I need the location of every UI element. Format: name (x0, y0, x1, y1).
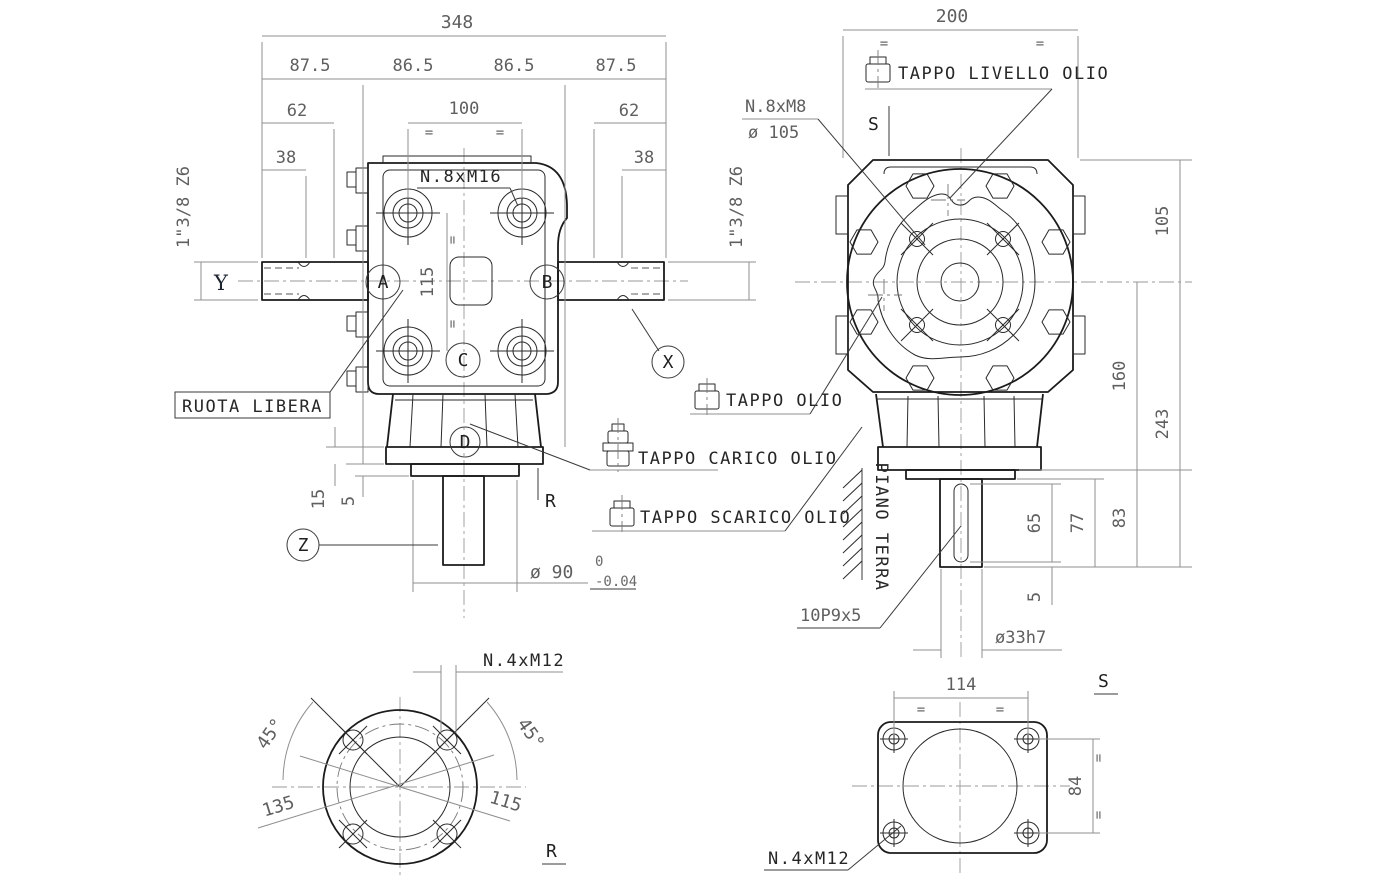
equal-mark: = (996, 702, 1004, 718)
dim-left-38: 38 (276, 148, 296, 168)
side-hex-screws (849, 173, 1071, 391)
drain-plug-label: TAPPO SCARICO OLIO (640, 508, 851, 528)
level-plug-label: TAPPO LIVELLO OLIO (898, 64, 1109, 84)
dim-hole-span-84: 84 (1066, 776, 1086, 796)
front-bottom-bell (385, 393, 544, 566)
dim-right-62: 62 (619, 101, 639, 121)
view-s-flange: 114 = = 84 = = N.4xM12 S (764, 671, 1118, 874)
dim-left-62: 62 (287, 101, 307, 121)
dim-spigot-tol-high: 0 (595, 554, 603, 570)
dim-angle-left-45: 45° (253, 715, 289, 754)
view-s-holes-spec: N.4xM12 (768, 849, 850, 869)
view-s-title: S (1098, 671, 1109, 692)
dim-left-shaft-spec: 1"3/8 Z6 (174, 166, 194, 248)
oil-plug-icon (694, 378, 720, 415)
dim-seg1: 87.5 (290, 56, 331, 76)
equal-mark: = (1091, 754, 1107, 762)
dim-total-243: 243 (1153, 409, 1173, 440)
side-tapped-holes (900, 222, 1020, 342)
dim-outer-dia-135: 135 (260, 792, 297, 822)
dim-width-200: 200 (936, 6, 969, 27)
point-label-b: B (542, 272, 553, 293)
front-view-dimensions: 348 87.5 86.5 86.5 87.5 62 100 62 = = 38… (174, 12, 756, 592)
freewheel-label: RUOTA LIBERA (182, 397, 323, 417)
dim-key-spec: 10P9x5 (800, 606, 861, 626)
dim-base-83: 83 (1110, 508, 1130, 528)
fill-plug-icon (602, 418, 634, 472)
oil-plug-callouts: TAPPO LIVELLO OLIO TAPPO OLIO TAPPO CARI… (469, 50, 1109, 532)
front-right-shaft (557, 261, 665, 301)
dim-holes-pcd-105: ø 105 (748, 123, 799, 143)
dim-seg4: 87.5 (596, 56, 637, 76)
equal-mark: = (1091, 811, 1107, 819)
dim-bolt-pcd-115: 115 (487, 787, 524, 817)
axis-label-z: Z (298, 535, 309, 556)
axis-label-y: Y (213, 271, 229, 295)
point-label-c: C (458, 350, 469, 371)
view-r-flange: 45° 45° 135 115 N.4xM12 R (253, 651, 566, 879)
front-view-gearbox-body (238, 148, 688, 618)
view-r-holes-spec: N.4xM12 (483, 651, 565, 671)
side-view-dimensions: 200 = = 105 160 243 83 77 65 5 ø33h7 10P… (742, 6, 1192, 658)
dim-spigot-dia: ø 90 (530, 562, 573, 583)
view-s-holes (880, 725, 1042, 847)
dim-right-shaft-spec: 1"3/8 Z6 (727, 166, 747, 248)
dim-top-105: 105 (1153, 206, 1173, 237)
dim-hole-span-114: 114 (946, 675, 977, 695)
fill-plug-label: TAPPO CARICO OLIO (638, 449, 838, 469)
equal-mark: = (1036, 36, 1044, 52)
point-label-a: A (378, 272, 389, 293)
dim-seg3: 86.5 (494, 56, 535, 76)
drain-plug-icon (609, 495, 635, 532)
equal-mark: = (445, 320, 461, 328)
ground-plane-label: PIANO TERRA (871, 462, 891, 591)
dim-angle-right-45: 45° (513, 715, 549, 754)
equal-mark: = (445, 236, 461, 244)
equal-mark: = (880, 36, 888, 52)
equal-mark: = (425, 125, 433, 141)
dim-shaft-dia-33h7: ø33h7 (995, 628, 1046, 648)
dim-holes-spec-m8: N.8xM8 (745, 97, 806, 117)
axis-label-x: X (663, 352, 674, 373)
dim-flange-15: 15 (309, 489, 329, 509)
front-view-callouts: Y A B C D X Z RUOTA LIBERA N.8xM16 (174, 167, 685, 562)
ground-plane-hatch (842, 468, 863, 580)
dim-step-5: 5 (339, 496, 359, 506)
view-r-title: R (546, 841, 557, 862)
dim-center-100: 100 (449, 99, 480, 119)
dim-bolt-span-115: 115 (418, 267, 438, 298)
front-bolt-pattern-label: N.8xM16 (420, 167, 502, 187)
dim-spigot-tol-low: -0.04 (595, 574, 637, 590)
view-s-direction-label: S (868, 114, 879, 135)
level-plug-icon (865, 50, 891, 88)
equal-mark: = (496, 125, 504, 141)
dim-mid-160: 160 (1110, 361, 1130, 392)
view-r-direction-label: R (545, 491, 556, 512)
side-view-gearbox-body: PIANO TERRA (795, 148, 1192, 658)
equal-mark: = (917, 702, 925, 718)
point-label-d: D (460, 432, 471, 453)
front-left-shaft (261, 261, 369, 301)
dim-shaft-77: 77 (1068, 513, 1088, 533)
side-bottom-bell (875, 393, 1044, 568)
dim-key-65: 65 (1025, 513, 1045, 533)
dim-right-38: 38 (634, 148, 654, 168)
oil-plug-label: TAPPO OLIO (726, 391, 843, 411)
dim-key-end-5: 5 (1025, 592, 1045, 602)
dim-overall-348: 348 (441, 12, 474, 33)
dim-seg2: 86.5 (393, 56, 434, 76)
view-r-holes (338, 725, 462, 849)
